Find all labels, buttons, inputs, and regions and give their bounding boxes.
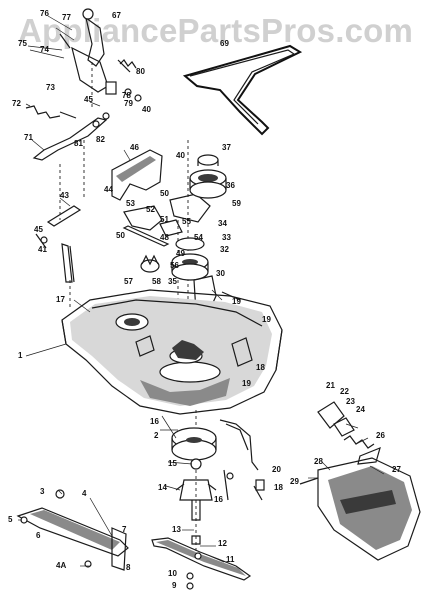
callout-49: 49 [176, 249, 185, 258]
callout-45b: 45 [34, 225, 43, 234]
callout-20: 20 [272, 465, 281, 474]
callout-50b: 50 [116, 231, 125, 240]
deck-cable-29 [219, 419, 265, 501]
mower-blade-11 [151, 537, 252, 590]
callout-16: 16 [150, 417, 159, 426]
callout-72: 72 [12, 99, 21, 108]
callout-52: 52 [146, 205, 155, 214]
callout-44: 44 [104, 185, 113, 194]
callout-75: 75 [18, 39, 27, 48]
callout-80: 80 [136, 67, 145, 76]
callout-41: 41 [38, 245, 47, 254]
callout-6: 6 [36, 531, 41, 540]
spindle-assembly-14 [171, 410, 217, 560]
callout-37: 37 [222, 143, 231, 152]
callout-13: 13 [172, 525, 181, 534]
callout-40b: 40 [176, 151, 185, 160]
callout-43: 43 [60, 191, 69, 200]
callout-7: 7 [122, 525, 127, 534]
callout-71: 71 [24, 133, 33, 142]
leader-lines [18, 15, 385, 567]
callout-21: 21 [326, 381, 335, 390]
lift-lever-assembly [25, 8, 142, 220]
callout-19b: 19 [262, 315, 271, 324]
callout-27: 27 [392, 465, 401, 474]
stabilizer-bracket-4 [16, 489, 129, 571]
callout-32: 32 [220, 245, 229, 254]
callout-56: 56 [170, 261, 179, 270]
callout-33: 33 [222, 233, 231, 242]
callout-9: 9 [172, 581, 177, 590]
callout-76: 76 [40, 9, 49, 18]
mower-deck-housing-1 [61, 289, 283, 415]
callout-59: 59 [232, 199, 241, 208]
callout-23: 23 [346, 397, 355, 406]
callout-28: 28 [314, 457, 323, 466]
belt-guard-44 [111, 149, 163, 201]
callout-4A: 4A [56, 561, 66, 570]
callout-34: 34 [218, 219, 227, 228]
callout-50a: 50 [160, 189, 169, 198]
callout-15: 15 [168, 459, 177, 468]
callout-57: 57 [124, 277, 133, 286]
callout-35: 35 [168, 277, 177, 286]
callout-10: 10 [168, 569, 177, 578]
callout-30: 30 [216, 269, 225, 278]
callout-36: 36 [226, 181, 235, 190]
callout-5: 5 [8, 515, 13, 524]
callout-11: 11 [226, 555, 235, 564]
callout-51: 51 [160, 215, 169, 224]
callout-4: 4 [82, 489, 87, 498]
callout-2: 2 [154, 431, 159, 440]
callout-81: 81 [74, 139, 83, 148]
callout-26: 26 [376, 431, 385, 440]
callout-17: 17 [56, 295, 65, 304]
callout-69: 69 [220, 39, 229, 48]
callout-73: 73 [46, 83, 55, 92]
callout-29: 29 [290, 477, 299, 486]
callout-19a: 19 [232, 297, 241, 306]
deck-hanger-links [35, 205, 82, 310]
callout-53: 53 [126, 199, 135, 208]
callout-12: 12 [218, 539, 227, 548]
callout-18b: 18 [274, 483, 283, 492]
callout-74: 74 [40, 45, 49, 54]
callout-78: 78 [122, 91, 131, 100]
spindle-pulleys [171, 154, 227, 281]
callout-16b: 16 [214, 495, 223, 504]
callout-1: 1 [18, 351, 23, 360]
callout-14: 14 [158, 483, 167, 492]
callout-3: 3 [40, 487, 45, 496]
callout-77: 77 [62, 13, 71, 22]
callout-48: 48 [160, 233, 169, 242]
drive-belt-69 [182, 44, 303, 136]
callout-46: 46 [130, 143, 139, 152]
discharge-chute-27 [299, 457, 421, 561]
chute-hinge-bracket [317, 401, 381, 465]
callout-82: 82 [96, 135, 105, 144]
callout-55: 55 [182, 217, 191, 226]
callout-19c: 19 [242, 379, 251, 388]
callout-67: 67 [112, 11, 121, 20]
callout-18: 18 [256, 363, 265, 372]
callout-24: 24 [356, 405, 365, 414]
callout-40a: 40 [142, 105, 151, 114]
callout-8: 8 [126, 563, 131, 572]
callout-58: 58 [152, 277, 161, 286]
callout-79: 79 [124, 99, 133, 108]
callout-22: 22 [340, 387, 349, 396]
callout-45a: 45 [84, 95, 93, 104]
callout-54: 54 [194, 233, 203, 242]
